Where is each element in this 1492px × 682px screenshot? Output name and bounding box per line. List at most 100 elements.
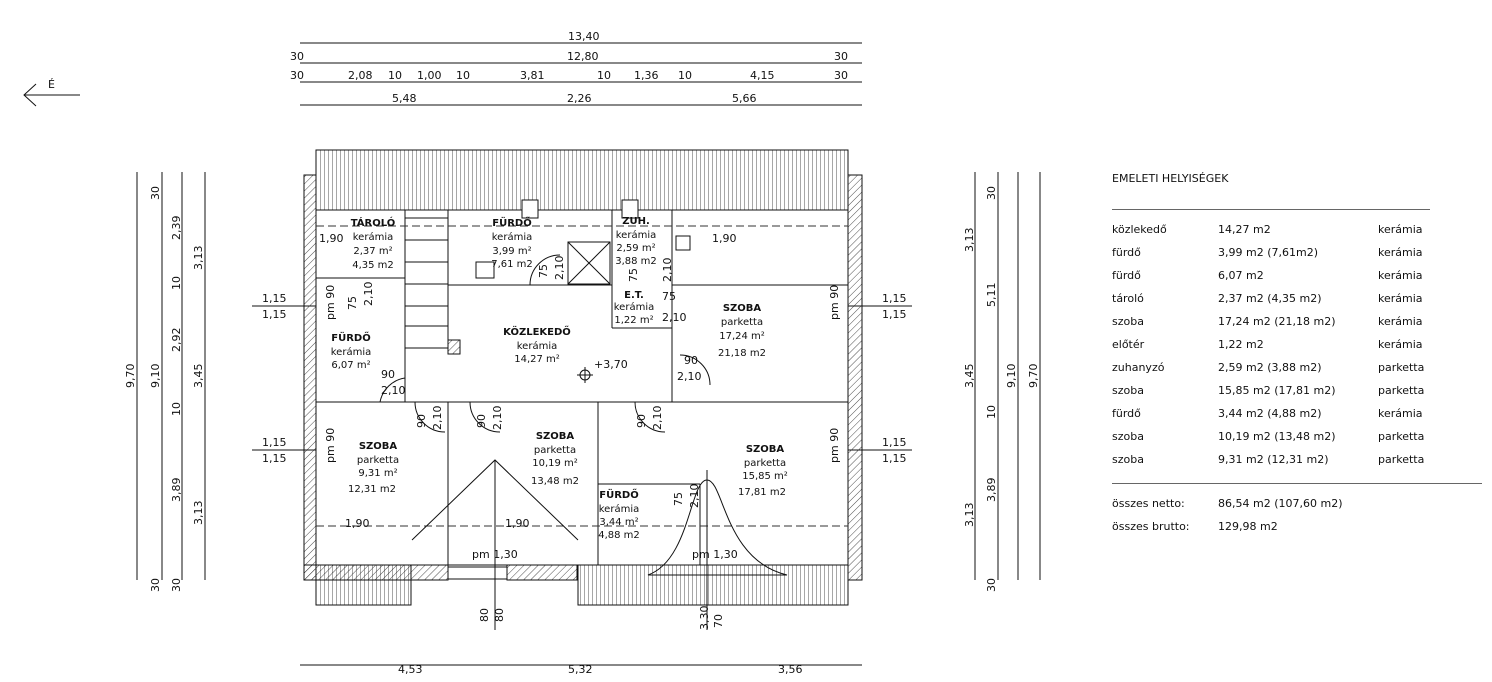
room-floor: kerámia <box>492 231 532 243</box>
room-floor: parketta <box>1378 384 1425 397</box>
room-name: TÁROLÓ <box>351 216 396 229</box>
room-area: 3,44 m² <box>599 517 638 528</box>
dim: 30 <box>149 578 162 592</box>
dim: 9,70 <box>124 364 137 389</box>
dim: 9,10 <box>149 364 162 389</box>
room-floor: kerámia <box>1378 246 1423 259</box>
sill-label: pm 90 <box>324 428 337 463</box>
dim: 2,26 <box>567 92 592 105</box>
room-area-total: 3,88 m2 <box>615 256 657 267</box>
dim: 1,15 <box>262 452 287 465</box>
room-area: 2,59 m² <box>616 243 655 254</box>
dim: 30 <box>834 69 848 82</box>
room-floor: kerámia <box>616 229 656 241</box>
room-name: ZUH. <box>622 216 650 227</box>
dim: 1,15 <box>262 308 287 321</box>
room-floor: kerámia <box>331 346 371 358</box>
window-dim: 70 <box>712 614 725 628</box>
door-height: 2,10 <box>662 311 687 324</box>
vertical-dimensions <box>136 172 1041 580</box>
dim: 2,39 <box>170 216 183 241</box>
dim: 1,15 <box>882 292 907 305</box>
door-height: 2,10 <box>362 282 375 307</box>
dim: 30 <box>149 186 162 200</box>
dim: 30 <box>985 578 998 592</box>
dim: 10 <box>678 69 692 82</box>
room-area: 3,99 m2 (7,61m2) <box>1218 246 1318 259</box>
room-area: 15,85 m² <box>742 471 788 482</box>
dim: 30 <box>170 578 183 592</box>
room-name: közlekedő <box>1112 223 1167 236</box>
dim: 5,66 <box>732 92 757 105</box>
left-dim-labels: 9,70 30 9,10 30 2,39 10 2,92 10 3,89 30 … <box>124 186 205 592</box>
sill-label: pm 90 <box>828 428 841 463</box>
room-area: 2,37 m2 (4,35 m2) <box>1218 292 1322 305</box>
room-floor: parketta <box>357 455 399 466</box>
dim: 3,13 <box>963 228 976 253</box>
dim: 9,70 <box>1027 364 1040 389</box>
room-name: fürdő <box>1112 407 1141 420</box>
room-name: tároló <box>1112 292 1144 305</box>
room-floor: kerámia <box>1378 223 1423 236</box>
room-floor: kerámia <box>1378 292 1423 305</box>
door-width: 90 <box>684 354 698 367</box>
room-area: 2,59 m2 (3,88 m2) <box>1218 361 1322 374</box>
total-label: összes brutto: <box>1112 520 1190 533</box>
room-area-total: 17,81 m2 <box>738 487 786 498</box>
door-height: 2,10 <box>381 384 406 397</box>
room-area: 2,37 m² <box>353 246 392 257</box>
dim: 10 <box>456 69 470 82</box>
dim: 3,13 <box>192 501 205 526</box>
dim: 30 <box>985 186 998 200</box>
room-area-total: 4,35 m2 <box>352 260 394 271</box>
room-area: 10,19 m² <box>532 458 578 469</box>
north-label: É <box>48 78 55 91</box>
room-name: előtér <box>1112 338 1145 351</box>
door-height: 2,10 <box>491 406 504 431</box>
roof-eaves <box>303 149 863 606</box>
door-width: 90 <box>475 414 488 428</box>
dim: 10 <box>170 276 183 290</box>
dim: 1,15 <box>882 436 907 449</box>
door-width: 75 <box>346 296 359 310</box>
room-floor: parketta <box>534 445 576 456</box>
room-name: szoba <box>1112 384 1144 397</box>
room-floor: parketta <box>744 458 786 469</box>
room-floor: parketta <box>1378 361 1425 374</box>
sill-label: pm 90 <box>324 285 337 320</box>
room-name: FÜRDŐ <box>331 330 370 344</box>
door-width: 75 <box>662 290 676 303</box>
total-label: összes netto: <box>1112 497 1185 510</box>
height-label: 1,90 <box>505 517 530 530</box>
room-name: SZOBA <box>723 303 762 314</box>
dim: 1,15 <box>882 308 907 321</box>
dim: 10 <box>985 405 998 419</box>
dim: 3,89 <box>985 478 998 503</box>
room-area-total: 21,18 m2 <box>718 348 766 359</box>
level-label: +3,70 <box>594 358 628 371</box>
right-dim-labels: 3,13 3,45 3,13 30 5,11 10 3,89 30 9,10 9… <box>963 186 1040 592</box>
dim: 30 <box>290 69 304 82</box>
totals-row-brutto: összes brutto: 129,98 m2 <box>1112 515 1487 538</box>
dim: 3,45 <box>192 364 205 389</box>
dim-total-width: 13,40 <box>568 30 600 43</box>
dim: 3,56 <box>778 663 803 676</box>
room-area-total: 12,31 m2 <box>348 484 396 495</box>
room-area-total: 13,48 m2 <box>531 476 579 487</box>
window-dim: 80 <box>493 608 506 622</box>
door-width: 75 <box>672 492 685 506</box>
dim: 12,80 <box>567 50 599 63</box>
dim: 1,15 <box>262 292 287 305</box>
room-area: 17,24 m2 (21,18 m2) <box>1218 315 1336 328</box>
room-area: 1,22 m2 <box>1218 338 1264 351</box>
door-width: 90 <box>635 414 648 428</box>
room-area-total: 7,61 m2 <box>491 259 533 270</box>
room-name: KÖZLEKEDŐ <box>503 324 571 338</box>
room-floor: kerámia <box>1378 269 1423 282</box>
dim: 10 <box>597 69 611 82</box>
